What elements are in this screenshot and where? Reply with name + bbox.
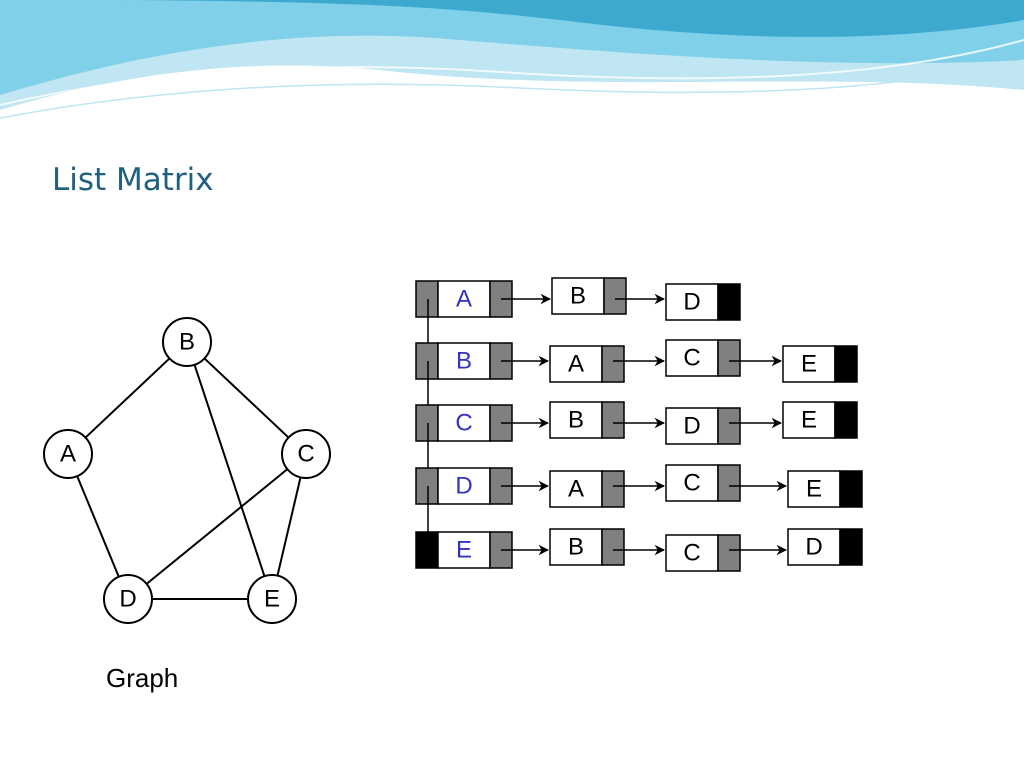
list-node-c: C: [665, 339, 741, 377]
next-pointer: [601, 528, 625, 566]
list-node-c: C: [665, 534, 741, 572]
node-label: C: [683, 469, 700, 496]
head-cell: [437, 404, 491, 442]
head-down-pointer: [415, 404, 439, 442]
node-label: B: [570, 282, 586, 309]
node-label: A: [568, 475, 584, 502]
graph-node-c: C: [281, 429, 331, 479]
node-cell: [665, 407, 719, 445]
node-cell: [665, 283, 719, 321]
node-label: D: [683, 288, 700, 315]
node-label: E: [801, 406, 817, 433]
next-pointer: [717, 464, 741, 502]
node-label: C: [683, 344, 700, 371]
graph-node-b: B: [162, 317, 212, 367]
list-node-b: B: [549, 401, 625, 439]
node-cell: [551, 277, 605, 315]
graph-caption: Graph: [106, 663, 179, 693]
head-down-pointer: [415, 280, 439, 318]
node-label: E: [806, 475, 822, 502]
adjacency-list: A B D B A C E C B D E D A C E E B C D: [415, 277, 863, 572]
next-pointer: [601, 345, 625, 383]
node-label: D: [683, 412, 700, 439]
head-down-pointer: [415, 467, 439, 505]
head-label: B: [456, 347, 472, 374]
graph-node-label: E: [264, 585, 280, 612]
graph-node-label: A: [60, 440, 76, 467]
list-node-e: E: [782, 345, 858, 383]
graph-edge-a-d: [76, 475, 120, 578]
list-node-b: B: [551, 277, 627, 315]
header-wave-decoration: [0, 0, 1024, 119]
list-node-d: D: [787, 528, 863, 566]
page-title: List Matrix: [52, 162, 214, 198]
list-node-a: A: [549, 470, 625, 508]
list-node-b: B: [549, 528, 625, 566]
head-cell: [437, 280, 491, 318]
null-pointer: [834, 401, 858, 439]
null-pointer: [839, 470, 863, 508]
head-down-pointer: [415, 342, 439, 380]
list-node-d: D: [665, 407, 741, 445]
graph-node-label: C: [297, 440, 314, 467]
list-node-e: E: [782, 401, 858, 439]
graph-nodes: A B C D E: [43, 317, 331, 624]
list-node-d: D: [665, 283, 741, 321]
graph-node-label: B: [179, 328, 195, 355]
node-label: B: [568, 406, 584, 433]
graph-edges: [76, 357, 302, 600]
list-node-c: C: [665, 464, 741, 502]
graph-edge-b-c: [203, 357, 290, 439]
list-node-a: A: [549, 345, 625, 383]
node-label: E: [801, 350, 817, 377]
node-cell: [549, 528, 603, 566]
next-pointer: [717, 534, 741, 572]
next-pointer: [717, 407, 741, 445]
node-cell: [549, 401, 603, 439]
node-label: C: [683, 539, 700, 566]
graph-edge-c-e: [276, 477, 302, 576]
null-pointer: [834, 345, 858, 383]
node-label: D: [805, 533, 822, 560]
graph-edge-b-e: [193, 364, 266, 577]
next-pointer: [603, 277, 627, 315]
node-cell: [787, 528, 841, 566]
next-pointer: [601, 470, 625, 508]
graph-node-label: D: [119, 585, 136, 612]
null-pointer: [717, 283, 741, 321]
node-cell: [665, 339, 719, 377]
node-cell: [787, 470, 841, 508]
graph-node-a: A: [43, 429, 93, 479]
next-pointer: [601, 401, 625, 439]
node-label: A: [568, 350, 584, 377]
graph-edge-a-b: [84, 357, 171, 439]
null-pointer: [839, 528, 863, 566]
head-down-pointer: [415, 531, 439, 569]
head-label: E: [456, 536, 472, 563]
node-label: B: [568, 533, 584, 560]
head-label: C: [455, 409, 472, 436]
head-label: D: [455, 472, 472, 499]
graph-edge-c-d: [145, 468, 289, 585]
graph-node-e: E: [247, 574, 297, 624]
next-pointer: [717, 339, 741, 377]
head-label: A: [456, 285, 472, 312]
graph-node-d: D: [103, 574, 153, 624]
node-cell: [549, 345, 603, 383]
list-node-e: E: [787, 470, 863, 508]
head-cell: [437, 467, 491, 505]
